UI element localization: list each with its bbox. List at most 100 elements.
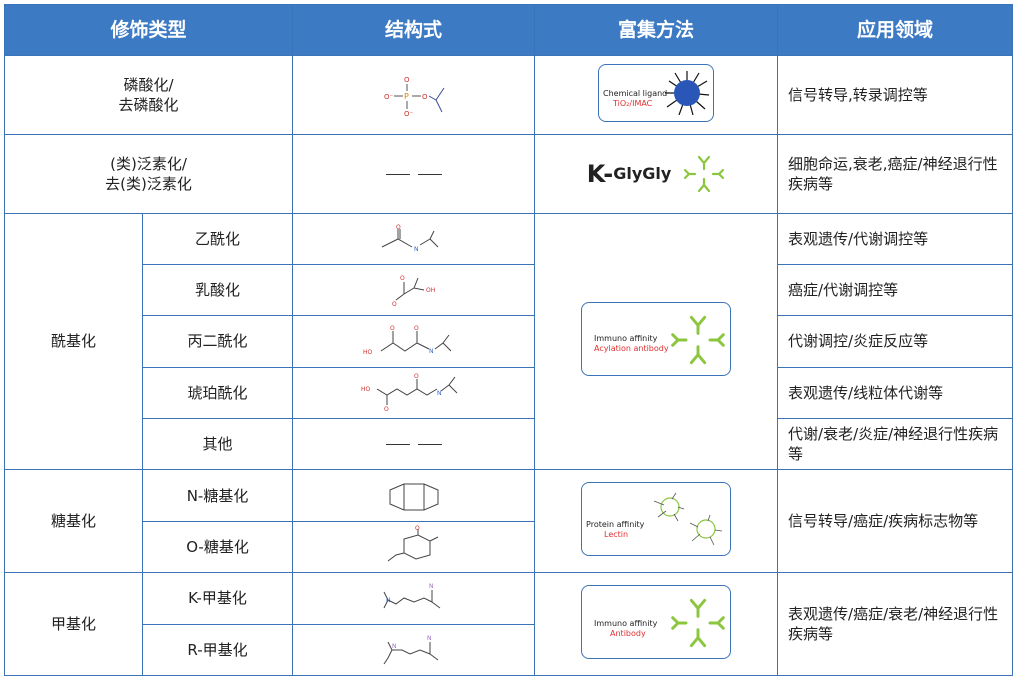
header-enrichment: 富集方法 <box>534 3 779 57</box>
header-application: 应用领域 <box>777 3 1014 57</box>
method-sublabel: TiO₂/IMAC <box>613 98 653 108</box>
table-row: 磷酸化/ 去磷酸化 O P O⁻ O⁻ O Chemical ligand Ti… <box>3 55 1014 135</box>
table-row: R-甲基化 N N <box>5 623 1013 677</box>
protein-affinity-box: Protein affinity Lectin <box>581 481 732 556</box>
table-row: 糖基化 N-糖基化 Protein affinity Lectin <box>4 469 1014 574</box>
method-label: Chemical ligand <box>603 88 668 98</box>
table-row: 乳酸化 O O OH 癌症/代谢调控等 <box>5 263 1014 317</box>
kgg-label: K- GlyGly <box>587 153 726 195</box>
empty-dash <box>385 172 442 177</box>
type-phospho: 磷酸化/ 去磷酸化 <box>3 55 294 135</box>
svg-text:N: N <box>437 390 442 397</box>
app-succinylation: 表观遗传/线粒体代谢等 <box>777 366 1014 420</box>
app-methylation: 表观遗传/癌症/衰老/神经退行性疾病等 <box>777 572 1014 676</box>
immuno-affinity-box: Immuno affinity Acylation antibody <box>581 301 732 376</box>
svg-text:O: O <box>392 301 397 308</box>
sub-lactylation: 乳酸化 <box>141 263 294 317</box>
svg-text:O: O <box>404 76 410 84</box>
table-row: (类)泛素化/ 去(类)泛素化 K- GlyGly 细胞命运,衰老,癌症/神经退… <box>3 133 1014 214</box>
structure-k-methyl: N N <box>292 572 536 625</box>
lactyl-structure-icon: O O OH <box>392 275 435 308</box>
method-sublabel: Lectin <box>604 529 629 539</box>
o-glycan-structure-icon: O <box>387 525 438 562</box>
sub-k-methyl: K-甲基化 <box>141 572 294 625</box>
method-glycosylation: Protein affinity Lectin <box>534 469 779 574</box>
app-malonylation: 代谢调控/炎症反应等 <box>777 315 1014 368</box>
method-label: Protein affinity <box>586 519 645 529</box>
table-row: 琥珀酰化 HO O O N 表观遗传/线粒体代谢等 <box>5 366 1014 420</box>
svg-text:N: N <box>429 348 434 355</box>
immuno-affinity-box: Immuno affinity Antibody <box>581 584 732 659</box>
malonyl-structure-icon: HO O O N <box>363 325 451 356</box>
table-row: 甲基化 K-甲基化 N N Immuno affinity Antibody <box>4 572 1014 676</box>
sub-succinylation: 琥珀酰化 <box>141 366 294 420</box>
app-glycosylation: 信号转导/癌症/疾病标志物等 <box>777 469 1014 574</box>
group-glycosylation: 糖基化 <box>4 469 143 574</box>
svg-text:O: O <box>422 93 428 101</box>
method-ubiquitination: K- GlyGly <box>534 133 779 214</box>
structure-n-glyco <box>292 469 536 522</box>
structure-ubiquitination <box>292 133 536 214</box>
app-other: 代谢/衰老/炎症/神经退行性疾病等 <box>777 418 1014 471</box>
svg-text:N: N <box>414 246 419 253</box>
structure-r-methyl: N N <box>292 623 536 677</box>
svg-text:HO: HO <box>363 349 373 356</box>
svg-text:N: N <box>392 643 397 650</box>
k-methyl-structure-icon: N N <box>383 583 440 609</box>
lectin-icon <box>653 492 723 545</box>
svg-text:O: O <box>384 406 389 413</box>
group-methylation: 甲基化 <box>4 572 143 676</box>
sub-o-glyco: O-糖基化 <box>141 520 294 574</box>
antibody-icon <box>684 155 725 192</box>
method-phospho: Chemical ligand TiO₂/IMAC <box>534 55 779 135</box>
sub-r-methyl: R-甲基化 <box>141 623 294 677</box>
acetyl-structure-icon: O N <box>381 224 438 253</box>
sub-other: 其他 <box>141 418 294 471</box>
svg-text:O: O <box>414 373 419 380</box>
structure-lactyl: O O OH <box>292 263 536 317</box>
empty-dash <box>385 443 442 448</box>
method-label: Immuno affinity <box>594 618 658 628</box>
table-row: 丙二酰化 HO O O N 代谢调控/炎症反应等 <box>5 315 1014 368</box>
header-modification-type: 修饰类型 <box>3 3 294 57</box>
chemical-ligand-box: Chemical ligand TiO₂/IMAC <box>598 63 715 122</box>
structure-succinyl: HO O O N <box>292 366 536 420</box>
svg-text:O: O <box>390 325 395 332</box>
table-row: O-糖基化 O <box>5 520 1013 574</box>
svg-text:O: O <box>415 525 420 532</box>
svg-text:N: N <box>427 635 432 642</box>
table-row: 酰基化 乙酰化 O N Immuno affinity Acylation an… <box>4 212 1014 471</box>
glygly-label: GlyGly <box>613 163 672 183</box>
group-acylation: 酰基化 <box>4 212 143 471</box>
table-row: 其他 代谢/衰老/炎症/神经退行性疾病等 <box>5 418 1014 471</box>
k-label: K- <box>586 159 614 188</box>
app-acetylation: 表观遗传/代谢调控等 <box>777 212 1014 265</box>
phosphate-structure-icon: O P O⁻ O⁻ O <box>384 76 444 118</box>
svg-text:HO: HO <box>361 386 371 393</box>
method-methylation: Immuno affinity Antibody <box>534 572 779 676</box>
structure-phospho: O P O⁻ O⁻ O <box>292 55 536 135</box>
svg-text:O⁻: O⁻ <box>404 110 414 118</box>
method-sublabel: Antibody <box>610 628 646 638</box>
type-ubiquitination: (类)泛素化/ 去(类)泛素化 <box>3 133 294 214</box>
structure-other <box>292 418 536 471</box>
app-ubiquitination: 细胞命运,衰老,癌症/神经退行性疾病等 <box>777 133 1014 214</box>
n-glycan-structure-icon <box>389 483 439 511</box>
app-lactylation: 癌症/代谢调控等 <box>777 263 1014 317</box>
structure-acetyl: O N <box>292 212 536 265</box>
sub-n-glyco: N-糖基化 <box>141 469 294 522</box>
bead-icon <box>665 70 710 115</box>
ptm-table: 修饰类型 结构式 富集方法 应用领域 磷酸化/ 去磷酸化 O P O⁻ O⁻ O <box>3 3 1014 677</box>
method-label: Immuno affinity <box>594 333 658 343</box>
svg-text:P: P <box>404 92 409 101</box>
succinyl-structure-icon: HO O O N <box>361 373 457 413</box>
svg-text:N: N <box>386 597 391 604</box>
sub-acetylation: 乙酰化 <box>141 212 294 265</box>
sub-malonylation: 丙二酰化 <box>141 315 294 368</box>
svg-text:O: O <box>414 325 419 332</box>
r-methyl-structure-icon: N N <box>383 635 438 665</box>
svg-text:O: O <box>400 275 405 282</box>
method-acylation: Immuno affinity Acylation antibody <box>534 212 779 471</box>
svg-text:O: O <box>396 224 401 231</box>
svg-text:OH: OH <box>426 287 435 294</box>
